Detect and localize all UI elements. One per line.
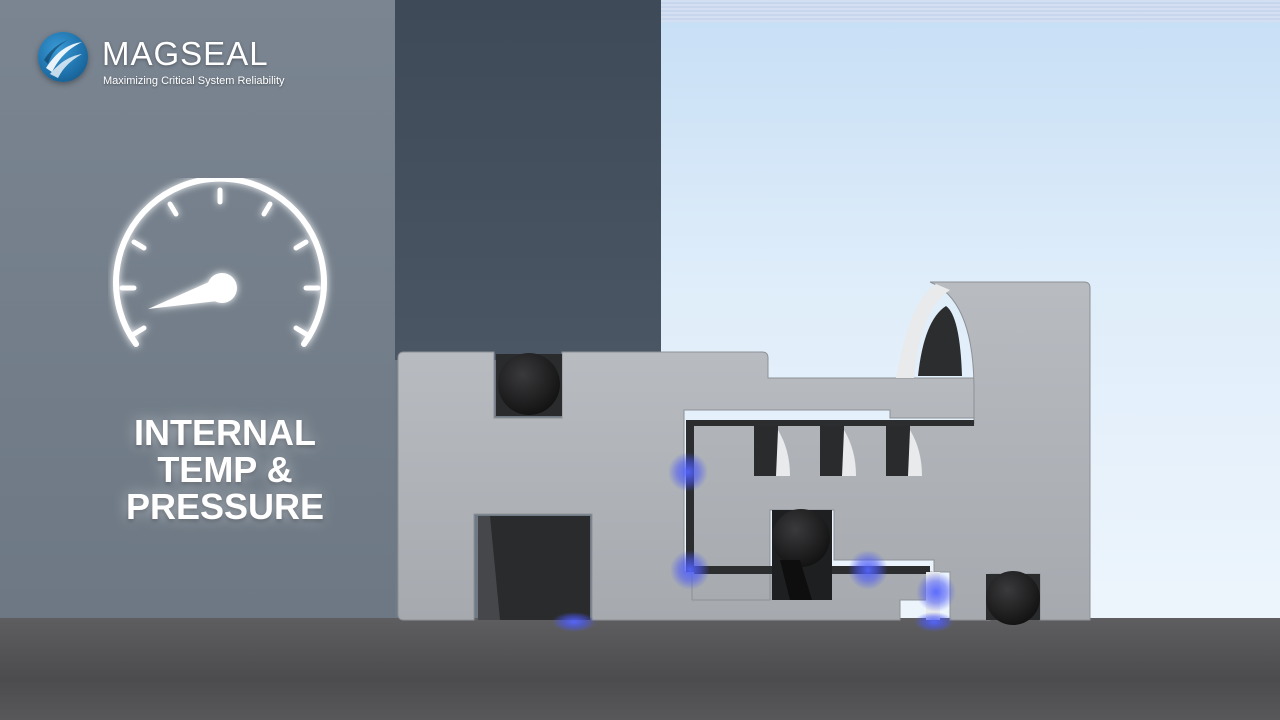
o-ring-middle: [772, 509, 830, 600]
caption-line-1: INTERNAL: [134, 412, 316, 453]
caption-line-3: PRESSURE: [125, 486, 325, 527]
brand-logo: MAGSEAL Maximizing Critical System Relia…: [38, 32, 308, 92]
pressure-glow-points: [552, 452, 956, 632]
rotating-seal-body: [686, 281, 1091, 621]
caption-internal-temp-pressure: INTERNAL TEMP & PRESSURE: [100, 414, 350, 525]
left-background-panel: [0, 0, 395, 620]
floor-shaft: [0, 618, 1280, 720]
magseal-swoosh-icon: [38, 32, 88, 82]
sky-top-band: [661, 0, 1280, 22]
caption-line-2: TEMP &: [157, 449, 293, 490]
pressure-gauge-icon: [108, 175, 338, 358]
o-ring-right: [986, 571, 1040, 625]
brand-name: MAGSEAL: [102, 35, 269, 72]
o-ring-top: [496, 353, 562, 416]
stationary-seal-body: [397, 351, 975, 621]
brand-tagline: Maximizing Critical System Reliability: [103, 75, 285, 87]
housing-background-panel: [395, 0, 661, 360]
